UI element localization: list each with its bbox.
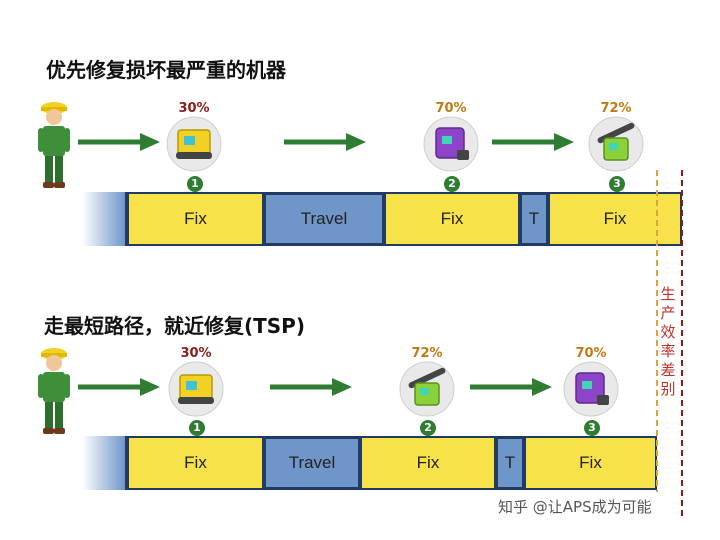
- efficiency-diff-label: 生产效率差别: [660, 285, 676, 398]
- machine-number-badge: 3: [609, 176, 625, 192]
- travel-segment-short: T: [495, 436, 525, 490]
- arrow-icon: [492, 133, 574, 151]
- machine-percent: 72%: [411, 346, 443, 361]
- fix-segment: Fix: [548, 192, 682, 246]
- watermark: 知乎 @让APS成为可能: [498, 498, 652, 516]
- machine-number-badge: 1: [187, 176, 203, 192]
- end-marker-line: [681, 170, 683, 520]
- travel-segment-short: T: [519, 192, 549, 246]
- machine-icon: [588, 116, 644, 172]
- fix-segment: Fix: [360, 436, 496, 490]
- fix-segment: Fix: [524, 436, 657, 490]
- travel-segment: Travel: [263, 436, 361, 490]
- section-1-title: 优先修复损坏最严重的机器: [46, 58, 286, 82]
- machine-number-badge: 2: [420, 420, 436, 436]
- machine-number-badge: 2: [444, 176, 460, 192]
- machine-icon: [423, 116, 479, 172]
- machine-icon: [168, 361, 224, 417]
- worker-icon: [38, 102, 70, 188]
- arrow-icon: [470, 378, 552, 396]
- machine-icon: [563, 361, 619, 417]
- end-marker-line: [656, 170, 658, 492]
- timeline-start: [82, 436, 128, 490]
- fix-segment: Fix: [127, 436, 264, 490]
- worker-icon: [38, 348, 70, 434]
- arrow-icon: [270, 378, 352, 396]
- machine-icon: [399, 361, 455, 417]
- fix-segment: Fix: [384, 192, 520, 246]
- machine-percent: 70%: [435, 101, 467, 116]
- machine-percent: 30%: [178, 101, 210, 116]
- fix-segment: Fix: [127, 192, 264, 246]
- arrow-icon: [78, 133, 160, 151]
- machine-number-badge: 3: [584, 420, 600, 436]
- section-2-title: 走最短路径，就近修复(TSP): [44, 314, 305, 338]
- timeline-start: [82, 192, 128, 246]
- arrow-icon: [284, 133, 366, 151]
- machine-percent: 70%: [575, 346, 607, 361]
- arrow-icon: [78, 378, 160, 396]
- machine-icon: [166, 116, 222, 172]
- travel-segment: Travel: [263, 192, 385, 246]
- machine-percent: 30%: [180, 346, 212, 361]
- machine-percent: 72%: [600, 101, 632, 116]
- machine-number-badge: 1: [189, 420, 205, 436]
